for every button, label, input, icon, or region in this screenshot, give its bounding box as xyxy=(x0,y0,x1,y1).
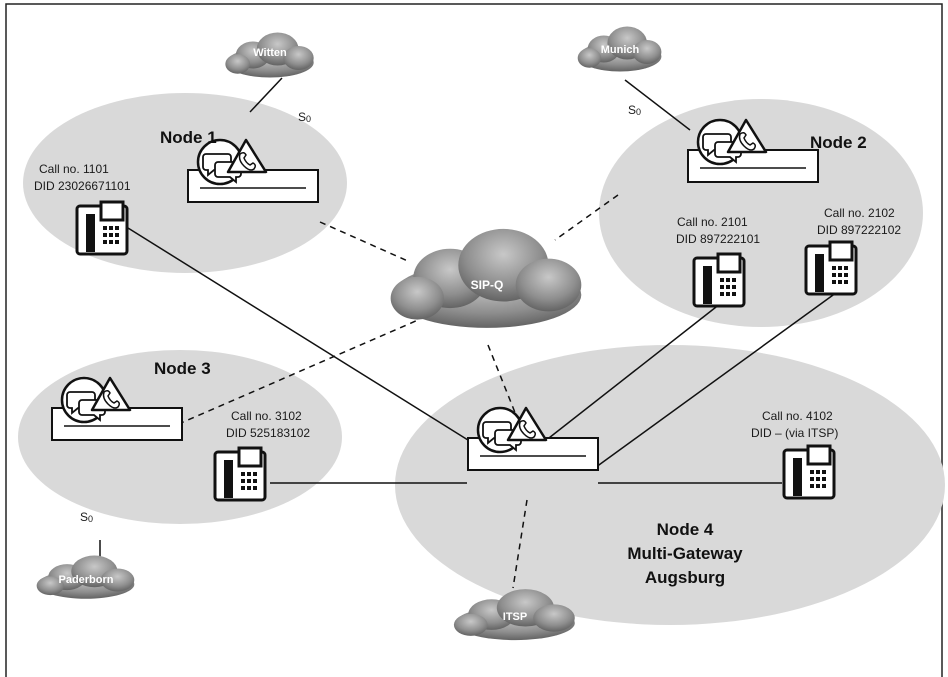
cloud-munich-label: Munich xyxy=(601,44,640,56)
cloud-witten: Witten xyxy=(225,32,314,78)
phone-1101-icon xyxy=(75,200,129,256)
phone-2101-icon xyxy=(692,252,746,308)
phone-1101-callno: Call no. 1101 xyxy=(39,162,109,176)
svg-text:S0: S0 xyxy=(80,510,93,524)
node4-title: Node 4 xyxy=(657,520,714,539)
cloud-sipq-label: SIP-Q xyxy=(471,278,504,292)
phone-2101-did: DID 897222101 xyxy=(676,232,760,246)
phone-2102-icon xyxy=(804,240,858,296)
node4-subtitle: Multi-Gateway xyxy=(627,544,743,563)
cloud-itsp: ITSP xyxy=(453,589,575,641)
link-witten-node1 xyxy=(249,77,283,113)
phone-3102-callno: Call no. 3102 xyxy=(231,409,302,423)
s0-label-munich: S0 xyxy=(628,103,641,117)
phone-2101-callno: Call no. 2101 xyxy=(677,215,748,229)
node3-title: Node 3 xyxy=(154,359,211,378)
link-1101-node4 xyxy=(127,227,501,461)
phone-3102-icon xyxy=(213,446,267,502)
phone-4102-callno: Call no. 4102 xyxy=(762,409,833,423)
node1-title: Node 1 xyxy=(160,128,217,147)
cloud-sipq: SIP-Q xyxy=(390,228,582,328)
cloud-munich: Munich xyxy=(577,26,662,72)
phone-2102-did: DID 897222102 xyxy=(817,223,901,237)
s0-label-paderborn: S0 xyxy=(80,510,93,524)
node2-title: Node 2 xyxy=(810,133,867,152)
s0-label-witten: S0 xyxy=(298,110,311,124)
dlink-node1-sipq xyxy=(319,221,411,263)
dashed-connections xyxy=(157,194,619,589)
diagram-frame xyxy=(5,3,943,677)
link-munich-node2 xyxy=(624,79,691,131)
phone-4102-did: DID – (via ITSP) xyxy=(751,426,838,440)
dlink-sipq-node4 xyxy=(487,344,521,426)
cloud-paderborn: Paderborn xyxy=(36,555,135,599)
phone-4102-icon xyxy=(782,444,836,500)
phone-1101-did: DID 23026671101 xyxy=(34,179,131,193)
phone-2102-callno: Call no. 2102 xyxy=(824,206,895,220)
node4-location: Augsburg xyxy=(645,568,725,587)
dlink-node4-itsp xyxy=(512,499,528,589)
cloud-witten-label: Witten xyxy=(253,47,287,59)
node4-area xyxy=(395,345,945,625)
cloud-paderborn-label: Paderborn xyxy=(58,574,113,586)
dlink-node3-sipq xyxy=(157,319,419,434)
link-2102-node4 xyxy=(591,289,841,471)
link-2101-node4 xyxy=(539,299,726,446)
cloud-itsp-label: ITSP xyxy=(503,611,527,623)
svg-text:S0: S0 xyxy=(298,110,311,124)
phone-3102-did: DID 525183102 xyxy=(226,426,310,440)
solid-connections xyxy=(99,77,841,575)
svg-text:S0: S0 xyxy=(628,103,641,117)
dlink-node2-sipq xyxy=(554,194,619,241)
